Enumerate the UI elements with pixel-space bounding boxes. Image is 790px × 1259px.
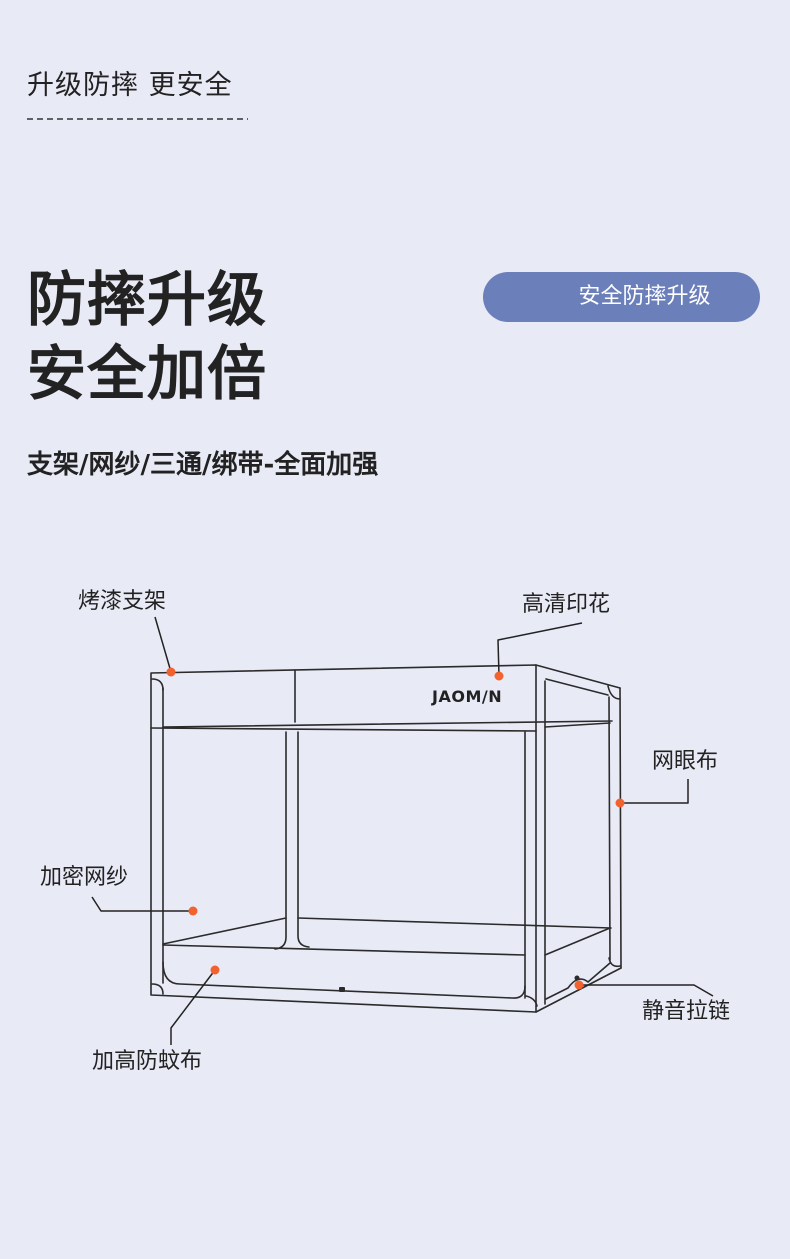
tent-back-pole-right — [297, 731, 310, 948]
leader-zipper — [579, 984, 714, 997]
callout-dots — [166, 667, 625, 990]
callout-dot — [166, 667, 176, 677]
callout-label-frame: 烤漆支架 — [78, 589, 167, 614]
tent-corner-top-left — [151, 678, 164, 691]
tent-right-bottom-outer — [535, 967, 622, 1013]
tent-right-top-outer — [535, 664, 621, 689]
tent-right-inner — [608, 696, 611, 961]
section-title: 升级防摔 更安全 — [27, 70, 233, 101]
tent-corner-bottom-right — [608, 957, 621, 968]
callout-label-print: 高清印花 — [522, 592, 611, 617]
tent-frame — [150, 664, 622, 1013]
tent-corner-bottom-left — [151, 983, 164, 995]
leader-skirt — [170, 969, 216, 1045]
tent-right-outer — [619, 687, 622, 969]
tent-front-skirt — [162, 961, 526, 999]
callout-dot — [494, 671, 504, 681]
feature-subtitle: 支架/网纱/三通/绑带-全面加强 — [27, 450, 379, 480]
tent-right-floor — [544, 927, 611, 956]
leader-mesh — [620, 779, 689, 804]
callout-dot — [188, 906, 198, 916]
leader-frame — [154, 616, 172, 673]
callout-label-mesh: 网眼布 — [652, 749, 719, 774]
feature-badge-label: 安全防摔升级 — [578, 284, 711, 309]
headline-line-1: 防摔升级 — [27, 265, 268, 334]
leader-print — [497, 622, 583, 677]
tent-corner-front-bottom-right — [525, 995, 538, 1007]
tent-corner-top-right — [607, 685, 621, 700]
callout-leaders — [91, 616, 714, 1045]
feature-badge: 安全防摔升级 — [483, 272, 760, 322]
callout-dot — [574, 980, 584, 990]
callout-label-zipper: 静音拉链 — [642, 999, 731, 1024]
tent-front-mesh-bottom — [162, 944, 526, 956]
tent-floor-left — [162, 917, 287, 945]
zipper-pull-side — [574, 975, 580, 981]
tent-right-top-inner — [545, 678, 609, 696]
callout-label-gauze: 加密网纱 — [40, 865, 129, 890]
tent-back-pole-left — [274, 731, 287, 950]
tent-back-top-edge — [162, 720, 613, 728]
headline-line-2: 安全加倍 — [27, 339, 268, 408]
zipper-pull-front — [339, 987, 345, 992]
tent-print-text: JAOM/N — [432, 687, 503, 706]
tent-top-panel-edge — [150, 727, 537, 732]
tent-front-outer — [150, 664, 537, 1013]
tent-floor-back — [297, 917, 612, 929]
leader-gauze — [91, 896, 193, 912]
callout-label-skirt: 加高防蚊布 — [92, 1049, 203, 1074]
tent-right-top-band — [544, 722, 611, 728]
callout-dot — [615, 798, 625, 808]
callout-dot — [210, 965, 220, 975]
